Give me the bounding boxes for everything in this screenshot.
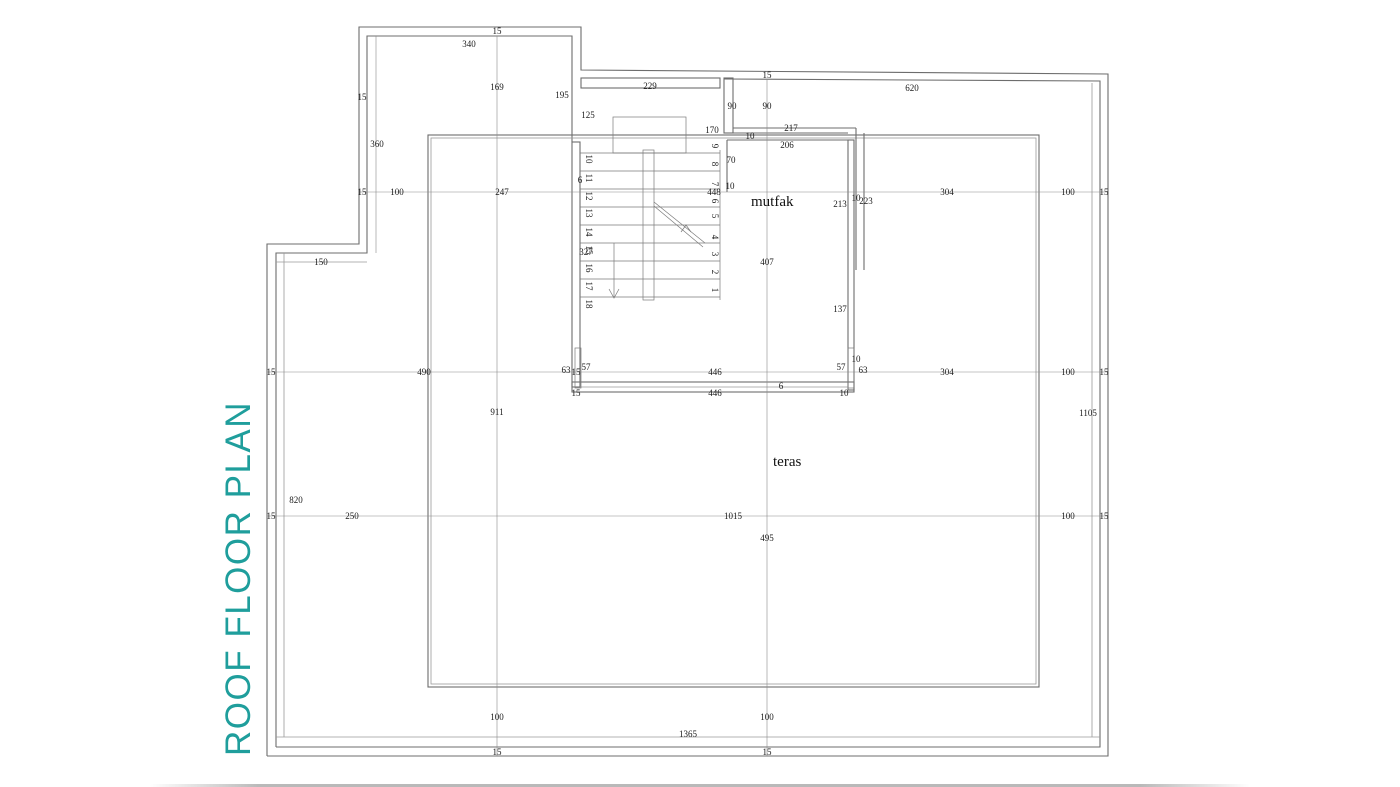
- dimension-label: 10: [840, 388, 850, 398]
- dimension-label: 170: [705, 125, 719, 135]
- dimension-label: 10: [726, 181, 736, 191]
- step-number: 12: [584, 192, 594, 201]
- dimension-label: 90: [763, 101, 773, 111]
- step-number: 17: [584, 282, 594, 292]
- dimension-label: 15: [1100, 187, 1110, 197]
- dimension-label: 15: [267, 511, 277, 521]
- step-number: 16: [584, 264, 594, 274]
- step-number: 10: [584, 155, 594, 165]
- dimension-label: 150: [314, 257, 328, 267]
- dimension-label: 448: [707, 187, 721, 197]
- dimension-label: 340: [462, 39, 476, 49]
- dimension-label: 10: [852, 354, 862, 364]
- dimension-label: 15: [763, 70, 773, 80]
- terrace-outline: [427, 134, 1040, 688]
- dimension-label: 495: [760, 533, 774, 543]
- dimension-label: 446: [708, 367, 722, 377]
- step-number: 13: [584, 209, 594, 219]
- step-number: 6: [710, 199, 720, 204]
- dimension-label: 304: [940, 367, 954, 377]
- dimension-label: 1105: [1079, 408, 1097, 418]
- dimension-label: 229: [643, 81, 657, 91]
- dimension-label: 100: [1061, 367, 1075, 377]
- dimension-label: 70: [727, 155, 737, 165]
- step-number: 2: [710, 270, 720, 275]
- dimension-label: 223: [859, 196, 873, 206]
- bottom-divider: [150, 784, 1250, 787]
- dimension-label: 911: [490, 407, 503, 417]
- dimension-label: 446: [708, 388, 722, 398]
- dimension-label: 820: [289, 495, 303, 505]
- step-number: 14: [584, 228, 594, 238]
- outer-walls: [266, 26, 1109, 757]
- dimension-label: 15: [572, 388, 582, 398]
- dimension-label: 100: [760, 712, 774, 722]
- dimension-label: 250: [345, 511, 359, 521]
- dimension-label: 57: [837, 362, 847, 372]
- step-number: 1: [710, 288, 720, 293]
- room-label-terrace: teras: [773, 454, 801, 470]
- step-number: 9: [710, 144, 720, 149]
- step-number: 15: [584, 246, 594, 256]
- stair-treads: [580, 149, 721, 301]
- dimension-label: 100: [1061, 511, 1075, 521]
- dimension-label: 15: [1100, 511, 1110, 521]
- dimension-label: 125: [581, 110, 595, 120]
- dimension-label: 15: [572, 367, 582, 377]
- step-number: 4: [710, 235, 720, 240]
- dimension-label: 327: [579, 247, 593, 257]
- step-number: 18: [584, 300, 594, 310]
- dimension-label: 57: [582, 362, 592, 372]
- dimension-label: 195: [555, 90, 569, 100]
- stair-step-numbers: 1 2 3 4 5 6 7 8 9 10 11 12 13 14 15 16 1…: [584, 144, 720, 309]
- dimension-label: 490: [417, 367, 431, 377]
- dimension-label: 360: [370, 139, 384, 149]
- room-label-kitchen: mutfak: [751, 194, 794, 210]
- dimension-label: 206: [780, 140, 794, 150]
- dimension-label: 15: [763, 747, 773, 757]
- dimension-label: 90: [728, 101, 738, 111]
- dimension-label: 6: [779, 381, 784, 391]
- dimension-label: 1365: [679, 729, 698, 739]
- page-title: ROOF FLOOR PLAN: [219, 400, 258, 756]
- dimension-label: 100: [490, 712, 504, 722]
- dimension-label: 15: [493, 26, 503, 36]
- step-number: 5: [710, 214, 720, 219]
- dimension-label: 10: [746, 131, 756, 141]
- dimension-label: 10: [852, 193, 862, 203]
- dimension-label: 407: [760, 257, 774, 267]
- step-number: 3: [710, 252, 720, 257]
- dimension-label: 15: [358, 92, 368, 102]
- dimension-label: 15: [1100, 367, 1110, 377]
- dimension-label: 15: [267, 367, 277, 377]
- dimension-label: 304: [940, 187, 954, 197]
- dimension-label: 137: [833, 304, 847, 314]
- step-number: 7: [710, 182, 720, 187]
- dimension-label: 100: [390, 187, 404, 197]
- step-number: 8: [710, 162, 720, 167]
- dimension-label: 15: [493, 747, 503, 757]
- dimension-label: 63: [859, 365, 869, 375]
- dimension-label: 217: [784, 123, 798, 133]
- dimension-label: 620: [905, 83, 919, 93]
- dimension-labels: 15 340 169 195 15 360 15 100 247 229 125…: [267, 26, 1110, 757]
- dimension-label: 6: [578, 175, 583, 185]
- dimension-label: 100: [1061, 187, 1075, 197]
- dimension-label: 15: [358, 187, 368, 197]
- dimension-grid: [267, 36, 1108, 756]
- dimension-label: 247: [495, 187, 509, 197]
- dimension-label: 1015: [724, 511, 743, 521]
- dimension-label: 213: [833, 199, 847, 209]
- step-number: 11: [584, 174, 594, 183]
- dimension-label: 63: [562, 365, 572, 375]
- dimension-label: 169: [490, 82, 504, 92]
